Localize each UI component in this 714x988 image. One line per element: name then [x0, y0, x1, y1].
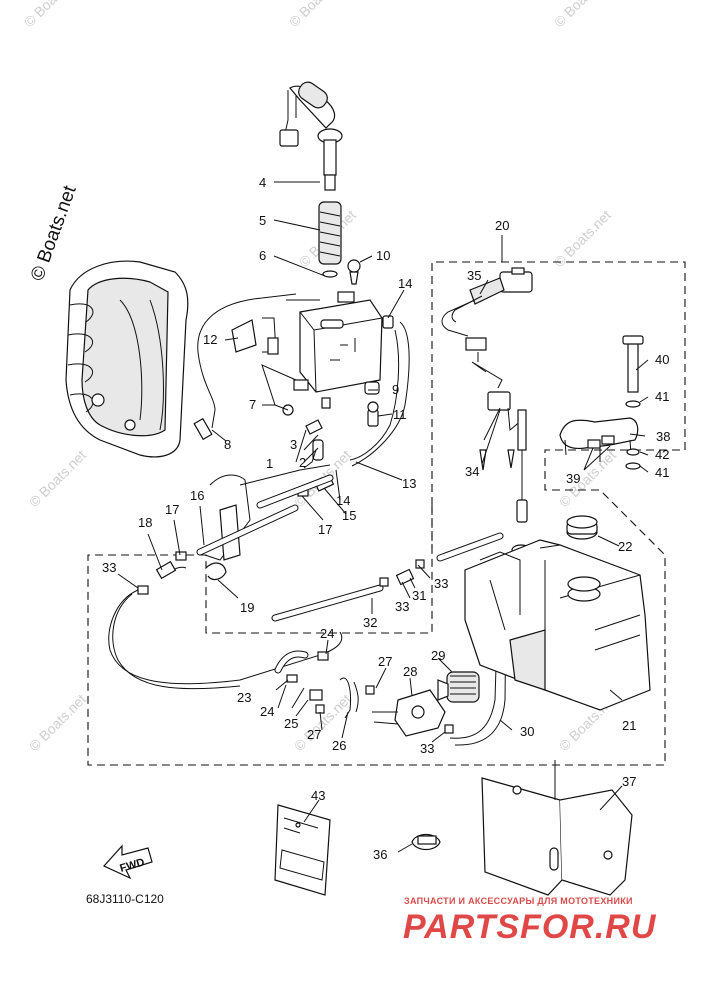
callout-17b: 17	[318, 522, 332, 537]
sensor-assembly	[441, 267, 533, 556]
hoses-upper	[193, 293, 410, 467]
hoses-lower	[108, 532, 521, 746]
callout-32: 32	[363, 615, 377, 630]
watermark-tile: © Boats.net	[551, 207, 614, 270]
copyright-vertical: © Boats.net	[27, 182, 81, 283]
callout-7: 7	[249, 397, 256, 412]
diagram-code: 68J3110-C120	[86, 892, 164, 906]
callout-2: 2	[299, 455, 306, 470]
callout-36: 36	[373, 847, 387, 862]
callout-42: 42	[655, 447, 669, 462]
callout-9: 9	[392, 382, 399, 397]
callout-16: 16	[190, 488, 204, 503]
callout-41b: 41	[655, 465, 669, 480]
callout-37: 37	[622, 774, 636, 789]
callout-41a: 41	[655, 389, 669, 404]
mount-plate	[481, 760, 633, 896]
filter-assembly	[231, 259, 394, 461]
hose-clip	[411, 833, 441, 851]
fuel-level-sender	[279, 81, 343, 278]
callout-19: 19	[240, 600, 254, 615]
callout-15: 15	[342, 508, 356, 523]
callout-5: 5	[259, 213, 266, 228]
callout-31: 31	[412, 588, 426, 603]
watermark-tile: © Boats.net	[26, 691, 89, 754]
callout-28: 28	[403, 664, 417, 679]
callout-27a: 27	[378, 654, 392, 669]
callout-18: 18	[138, 515, 152, 530]
watermark-tile: © Boats.net	[21, 0, 84, 30]
callout-labels: 1 2 3 4 5 6 7 8 9 10 11 12 13 14 14 15 1…	[102, 175, 670, 862]
fuel-pump	[372, 671, 480, 737]
group-boundaries	[87, 261, 686, 766]
callout-43: 43	[311, 788, 325, 803]
callout-27b: 27	[307, 727, 321, 742]
callout-33a: 33	[102, 560, 116, 575]
callout-4: 4	[259, 175, 266, 190]
callout-26: 26	[332, 738, 346, 753]
callout-14b: 14	[336, 493, 350, 508]
callout-39: 39	[566, 471, 580, 486]
callout-33b: 33	[395, 599, 409, 614]
brand-site: PARTSFOR.RU	[403, 908, 657, 946]
callout-38: 38	[656, 429, 670, 444]
callout-11: 11	[393, 407, 407, 422]
callout-21: 21	[622, 718, 636, 733]
callout-6: 6	[259, 248, 266, 263]
callout-30: 30	[520, 724, 534, 739]
watermark-tile: © Boats.net	[286, 0, 349, 30]
watermark-tile: © Boats.net	[551, 0, 614, 30]
leader-lines	[117, 181, 649, 853]
callout-12: 12	[203, 332, 217, 347]
callout-17a: 17	[165, 502, 179, 517]
fwd-arrow: FWD	[103, 844, 153, 880]
callout-33d: 33	[420, 741, 434, 756]
engine-block	[65, 260, 189, 458]
callout-29: 29	[431, 648, 445, 663]
callout-40: 40	[655, 352, 669, 367]
watermark-tile: © Boats.net	[26, 447, 89, 510]
tank-bracket	[559, 335, 644, 470]
callout-14a: 14	[398, 276, 412, 291]
callout-1: 1	[266, 456, 273, 471]
warning-label	[274, 804, 331, 896]
callout-22: 22	[618, 539, 632, 554]
callout-34: 34	[465, 464, 479, 479]
callout-13: 13	[402, 476, 416, 491]
callout-24b: 24	[260, 704, 274, 719]
callout-8: 8	[224, 437, 231, 452]
callout-23: 23	[237, 690, 251, 705]
fuel-tank	[464, 515, 651, 711]
callout-20: 20	[495, 218, 509, 233]
callout-3: 3	[290, 437, 297, 452]
callout-10: 10	[376, 248, 390, 263]
partsfor-branding: ЗАПЧАСТИ И АКСЕССУАРЫ ДЛЯ МОТОТЕХНИКИ PA…	[403, 896, 657, 946]
callout-25: 25	[284, 716, 298, 731]
callout-24a: 24	[320, 626, 334, 641]
callout-33c: 33	[434, 576, 448, 591]
callout-35: 35	[467, 268, 481, 283]
brand-tagline: ЗАПЧАСТИ И АКСЕССУАРЫ ДЛЯ МОТОТЕХНИКИ	[404, 896, 633, 906]
lower-bracket	[155, 464, 335, 581]
